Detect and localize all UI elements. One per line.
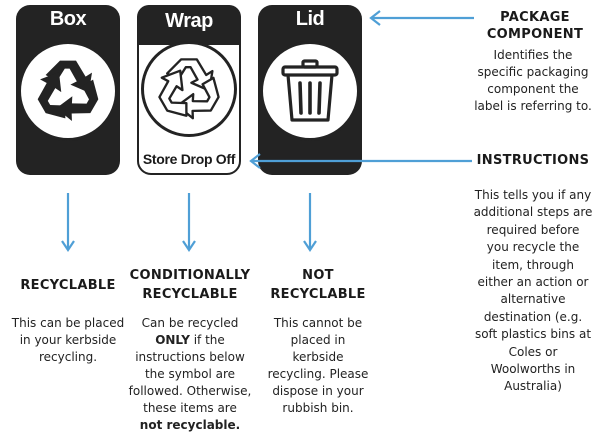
recyclable-heading: RECYCLABLE <box>20 278 116 293</box>
not-recyclable-text: This cannot be placed in kerbside recycl… <box>250 315 386 417</box>
instructions-text-line: This tells you if any <box>474 188 592 202</box>
box-label-title: Box <box>49 8 87 30</box>
not-recyclable-text-line: This cannot be <box>273 316 363 330</box>
recyclable-text: This can be placed in your kerbside recy… <box>0 315 136 366</box>
conditional-text-line: instructions below <box>135 350 245 364</box>
instructions-text-line: destination (e.g. <box>483 309 583 324</box>
conditional-not-recyclable-emphasis: not recyclable. <box>139 418 241 432</box>
not-recyclable-heading-line1: NOT <box>302 268 334 283</box>
conditional-text-line: Can be recycled <box>141 316 239 330</box>
package-arrow <box>369 10 474 26</box>
instructions-text-line: additional steps are <box>473 205 593 220</box>
package-heading-line2: COMPONENT <box>486 27 584 42</box>
instructions-text-line: Coles or <box>508 344 558 359</box>
package-text-line: Identifies the <box>493 48 573 62</box>
package-heading-line1: PACKAGE <box>500 10 570 25</box>
conditional-heading-line2: RECYCLABLE <box>142 287 238 302</box>
conditional-arrow <box>182 193 196 252</box>
conditional-text: Can be recycled ONLY if the instructions… <box>122 315 258 434</box>
not-recyclable-text-line: rubbish bin. <box>282 401 354 415</box>
trash-bin-icon <box>281 59 339 122</box>
conditional-text-line: the symbol are <box>144 367 236 381</box>
recycle-icon <box>29 60 106 127</box>
instructions-text-line: Australia) <box>504 379 562 394</box>
instructions-text-line: Woolworths in <box>490 362 576 377</box>
not-recyclable-text-line: kerbside <box>292 350 344 364</box>
instructions-text-line: item, through <box>492 257 574 272</box>
lid-label-circle <box>260 41 360 141</box>
recyclable-arrow <box>61 193 75 252</box>
recyclable-text-line: in your kerbside <box>19 333 117 347</box>
conditional-heading-line1: CONDITIONALLY <box>129 268 251 283</box>
instructions-text-line: alternative <box>500 292 566 307</box>
not-recyclable-heading-line2: RECYCLABLE <box>270 287 366 302</box>
instructions-text-line: soft plastics bins at <box>474 327 592 342</box>
recycle-outline-icon <box>150 58 227 126</box>
conditional-only-emphasis: ONLY <box>155 333 190 347</box>
not-recyclable-text-line: dispose in your <box>272 384 364 398</box>
not-recyclable-text-line: placed in <box>290 333 346 347</box>
wrap-title-band <box>137 5 241 45</box>
not-recyclable-text-line: recycling. Please <box>267 367 369 381</box>
package-text-line: specific packaging <box>477 65 589 79</box>
conditional-text-line: followed. Otherwise, <box>128 384 252 398</box>
instructions-text-line: required before <box>486 222 580 237</box>
conditional-text-span: if the <box>189 333 225 347</box>
instructions-heading: INSTRUCTIONS <box>476 153 590 168</box>
box-label: Box <box>16 5 120 175</box>
not-recyclable-heading: NOT RECYCLABLE <box>250 266 386 304</box>
wrap-label-circle <box>141 41 237 137</box>
package-component-heading: PACKAGE COMPONENT <box>470 9 600 43</box>
wrap-label-title: Wrap <box>165 10 213 32</box>
package-component-text: Identifies the specific packaging compon… <box>466 47 600 115</box>
instructions-arrow <box>249 153 472 169</box>
conditional-heading: CONDITIONALLY RECYCLABLE <box>122 266 258 304</box>
package-text-line: label is referring to. <box>474 99 592 113</box>
not-recyclable-arrow <box>303 193 317 252</box>
conditional-text-line: ONLY if the <box>122 332 258 349</box>
instructions-text-line: you recycle the <box>486 240 580 255</box>
instructions-text: This tells you if any additional steps a… <box>466 187 600 396</box>
conditional-text-line: these items are <box>143 401 237 415</box>
wrap-instruction-text: Store Drop Off <box>142 151 236 167</box>
wrap-label: Wrap Store Drop Off <box>137 5 241 175</box>
lid-label: Lid <box>258 5 362 175</box>
conditional-text-line: not recyclable. <box>122 417 258 434</box>
lid-label-title: Lid <box>295 8 325 30</box>
recyclable-text-line: recycling. <box>38 350 98 364</box>
package-text-line: component the <box>487 82 579 96</box>
instructions-text-line: either an action or <box>477 275 589 290</box>
box-label-circle <box>18 41 118 141</box>
recyclable-text-line: This can be placed <box>11 316 125 330</box>
